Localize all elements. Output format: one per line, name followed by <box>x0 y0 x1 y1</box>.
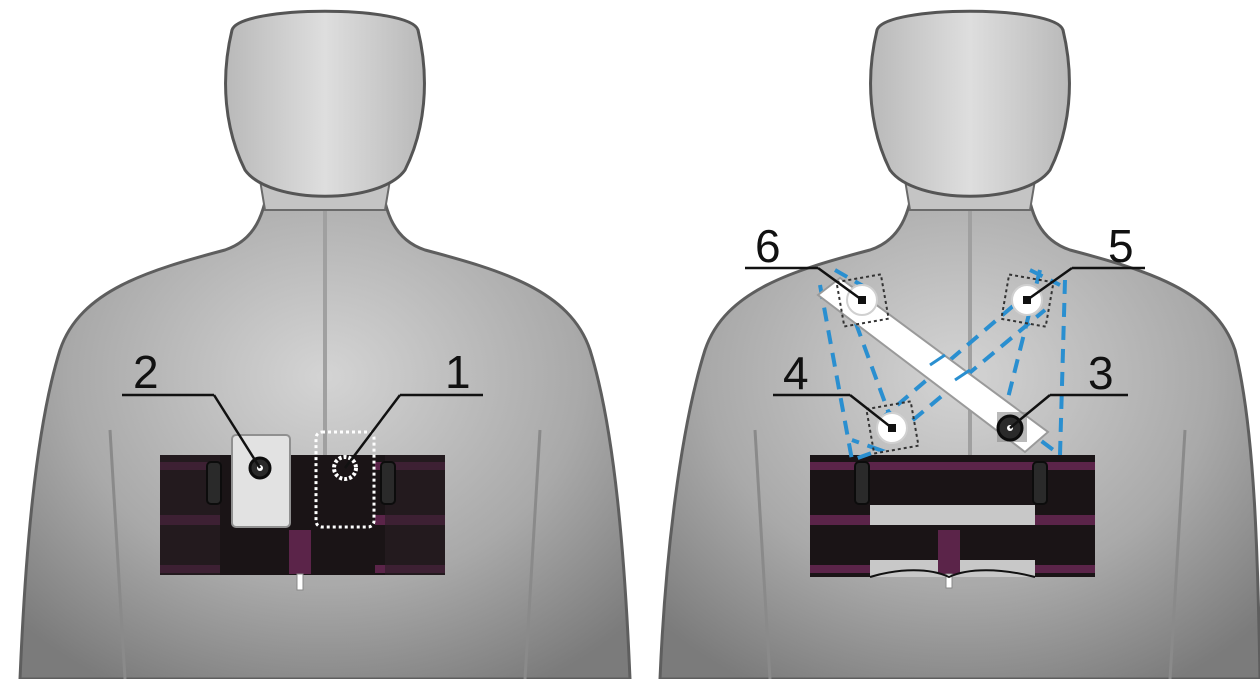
left-figure: 2 1 <box>20 11 630 679</box>
left-head <box>226 11 425 196</box>
right-head <box>871 11 1070 196</box>
right-chest-strap <box>810 455 1095 588</box>
callout-4-label: 4 <box>783 347 809 399</box>
callout-1-label: 1 <box>445 346 471 398</box>
right-torso <box>660 175 1260 679</box>
callout-3-label: 3 <box>1088 347 1114 399</box>
callout-5-label: 5 <box>1108 220 1134 272</box>
right-figure: 6 5 4 3 <box>660 11 1260 679</box>
callout-2-label: 2 <box>133 346 159 398</box>
callout-6-label: 6 <box>755 220 781 272</box>
sensor-holder-2 <box>232 435 290 527</box>
left-chest-strap <box>160 455 445 590</box>
